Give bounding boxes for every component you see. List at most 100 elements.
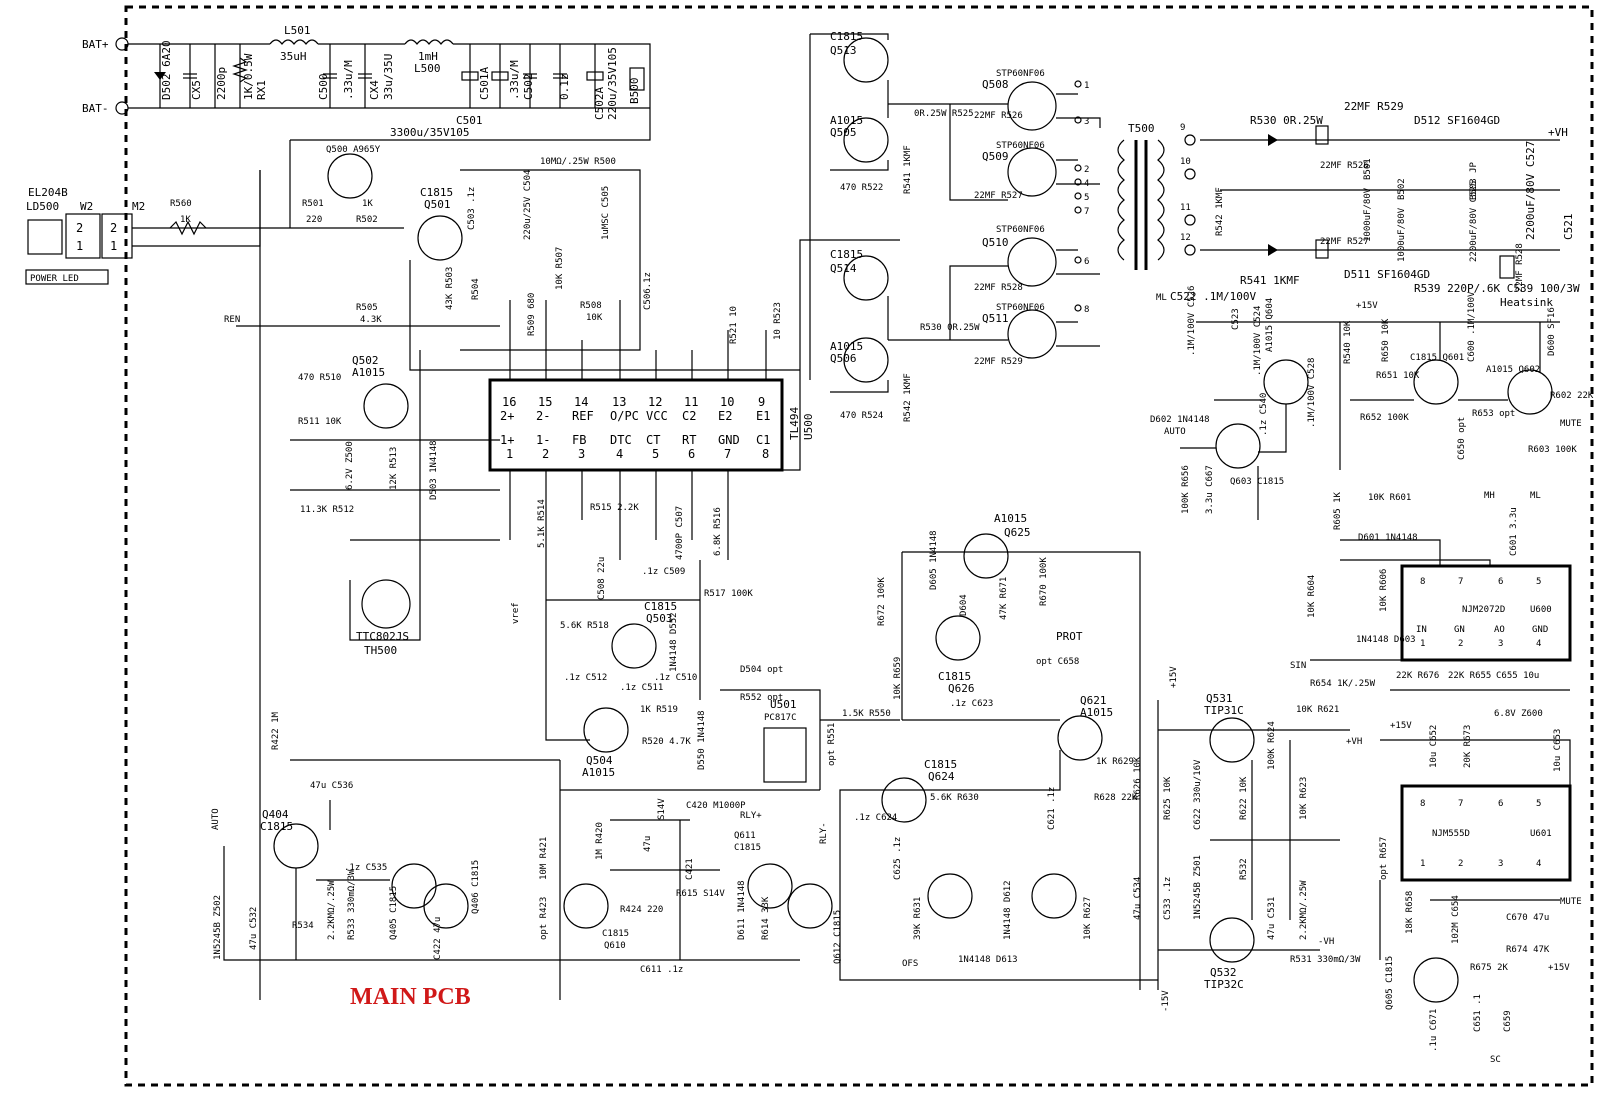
th500-ref: TH500 — [364, 644, 397, 657]
q601-text: C1815 Q601 — [1410, 353, 1464, 363]
u500-pin-15-name: 2- — [536, 409, 550, 423]
q531-part: TIP31C — [1204, 704, 1244, 717]
left-label-13: R508 — [580, 301, 602, 311]
bottom-label-156: 10M R421 — [539, 837, 549, 880]
b501-label: 22MF R526 — [1320, 161, 1369, 171]
protect-label-125: 1N4148 D612 — [1003, 880, 1013, 940]
r654-label: R605 1K — [1333, 491, 1343, 530]
left-label-4: 1K — [362, 199, 373, 209]
u500-pin-1-name: 1+ — [500, 433, 514, 447]
u601-pin-bottom-2: 3 — [1498, 859, 1503, 869]
u600-pin-1-number: 1 — [1420, 639, 1425, 649]
t500-primary-pin-2-label: 2 — [1084, 165, 1089, 175]
left-label-30: C508 22u — [597, 557, 607, 600]
q404-ref: C1815 — [260, 820, 293, 833]
left-label-36: .1z C511 — [620, 683, 663, 693]
c540-label: C521 — [1562, 214, 1575, 241]
plus-vh-top: +VH — [1548, 126, 1568, 139]
r605-label: D600 SF16 — [1547, 307, 1557, 356]
t500-primary-pin-5 — [1074, 192, 1082, 200]
c654-label: C655 10u — [1496, 671, 1539, 681]
bottom-label-143: 47u C536 — [310, 781, 353, 791]
c671-label: 10u C653 — [1553, 729, 1563, 772]
t500-secondary-pin-9-label: 9 — [1180, 123, 1185, 133]
cap-bank-bot: D511 SF1604GD — [1344, 268, 1430, 281]
left-label-0: Q500 A965Y — [326, 145, 381, 155]
bead-b501 — [1315, 125, 1329, 145]
inductor-l501 — [269, 39, 319, 45]
t500-primary-pin-1 — [1074, 80, 1082, 88]
r657-label: 22K R676 — [1396, 671, 1439, 681]
relay-section: U501 PC817C AUTO RLY+ RLY- S14V Q404 C18… — [211, 698, 843, 975]
transistor-q622 — [1031, 873, 1077, 919]
r675-label: 20K R673 — [1463, 725, 1473, 768]
w2-connector — [65, 213, 101, 259]
u500-pin-3-number: 3 — [578, 447, 585, 461]
c600-label: .1M/100V C528 — [1307, 358, 1317, 428]
u500-pin-5-number: 5 — [652, 447, 659, 461]
minus15v-label: -15V — [1161, 990, 1171, 1012]
bottom-label-162: R614 33K — [761, 896, 771, 940]
r670-label: .1u C671 — [1429, 1009, 1439, 1052]
plus15v-label-2: +15V — [1390, 721, 1412, 731]
left-label-46: 10 R523 — [773, 302, 783, 340]
left-label-51: R541 1KMF — [903, 145, 913, 194]
left-label-25: 11.3K R512 — [300, 505, 354, 515]
transistor-q601 — [1413, 359, 1459, 405]
pcb-outline — [124, 5, 1594, 1087]
u600-pin-2-name: GN — [1454, 625, 1465, 635]
left-label-43: opt R551 — [827, 723, 837, 766]
u600-pin-4-number: 4 — [1536, 639, 1541, 649]
svg-text:2: 2 — [110, 221, 117, 235]
u500-pin-9-number: 9 — [758, 395, 765, 409]
u600-pin-1-name: IN — [1416, 625, 1427, 635]
d605-label: C670 47u — [1506, 913, 1549, 923]
transistor-q502 — [363, 383, 409, 429]
t500-primary-pin-7 — [1074, 206, 1082, 214]
t500-primary-pin-8-label: 8 — [1084, 305, 1089, 315]
page-title: MAIN PCB — [350, 984, 471, 1010]
t500-primary-pin-5-label: 5 — [1084, 193, 1089, 203]
c670-label: 6.8V Z600 — [1494, 709, 1543, 719]
q508-part: STP60NF06 — [996, 69, 1045, 79]
c500-label: C500 — [317, 74, 330, 101]
transistor-q505 — [843, 117, 889, 163]
r655-label: D601 1N4148 — [1358, 533, 1418, 543]
mute-label-top: MUTE — [1560, 419, 1582, 429]
q513-part: C1815 — [830, 30, 863, 43]
ren-label: REN — [224, 315, 240, 325]
u500-pin-4-name: DTC — [610, 433, 632, 447]
transistor-q514 — [843, 255, 889, 301]
left-label-44: 1.5K R550 — [842, 709, 891, 719]
q610-ref: Q610 — [604, 941, 626, 951]
d602-label: C522 .1M/100V — [1170, 290, 1256, 303]
t500-label: T500 — [1128, 122, 1155, 135]
t500-primary-pin-6-label: 6 — [1084, 257, 1089, 267]
protect-label-119: 1K R629 — [1096, 757, 1134, 767]
transistor-q626 — [935, 615, 981, 661]
rly-plus-label: RLY+ — [740, 811, 762, 821]
d603-label: R603 100K — [1528, 445, 1577, 455]
power-led-box — [25, 269, 109, 285]
u500-pin-12-number: 12 — [648, 395, 662, 409]
c658-label: C651 .1 — [1473, 994, 1483, 1032]
transistor-q531 — [1209, 717, 1255, 763]
d511-label: R530 0R.25W — [1250, 114, 1323, 127]
l500-label: L500 — [414, 62, 441, 75]
protect-label-128: R628 22K — [1094, 793, 1138, 803]
t500-primary-pin-8 — [1074, 304, 1082, 312]
l501-label: L501 — [284, 24, 311, 37]
q514-part: C1815 — [830, 248, 863, 261]
transistor-q501 — [417, 215, 463, 261]
bottom-label-153: 1M R420 — [595, 822, 605, 860]
q605-text: Q605 C1815 — [1385, 956, 1395, 1010]
q621-ref: Q621 — [1080, 694, 1107, 707]
ic-u600-part: NJM2072D — [1462, 605, 1505, 615]
q624-part: C1815 — [924, 758, 957, 771]
c651-label: opt R657 — [1379, 837, 1389, 880]
u601-pin-bottom-0: 1 — [1420, 859, 1425, 869]
left-label-48: 470 R524 — [840, 411, 883, 421]
b502-label: 22MF R527 — [1320, 237, 1369, 247]
u500-pin-10-name: E2 — [718, 409, 732, 423]
